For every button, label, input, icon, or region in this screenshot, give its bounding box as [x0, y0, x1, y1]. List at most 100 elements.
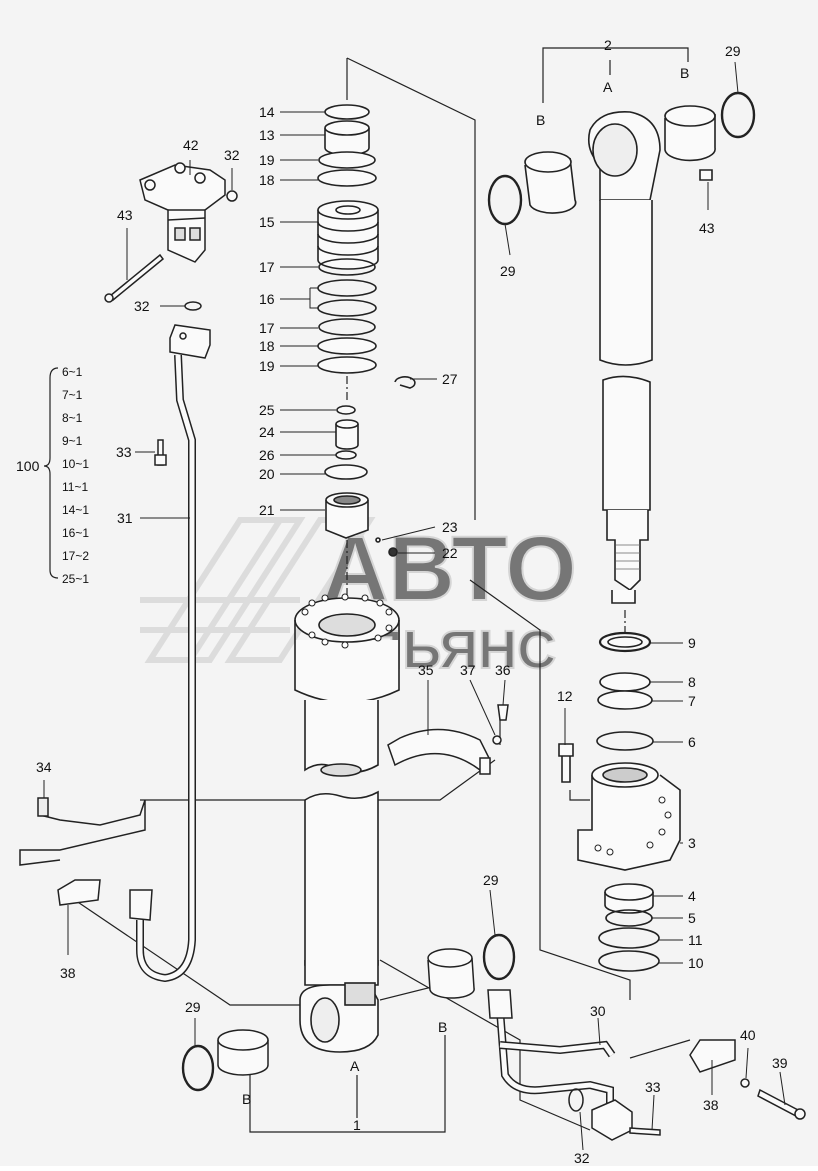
oring-32-bottom — [568, 1088, 584, 1112]
ring-25 — [336, 405, 356, 415]
label-B-lower-left: B — [242, 1091, 251, 1107]
seal-29-left — [487, 174, 523, 226]
callout-21: 21 — [259, 502, 275, 518]
label-B-lower-right: B — [438, 1019, 447, 1035]
ring-17-a — [318, 258, 376, 276]
eye-grease-block — [344, 982, 376, 1006]
ring-10 — [598, 950, 660, 972]
ring-18-top — [317, 169, 377, 187]
callout-34: 34 — [36, 759, 52, 775]
callout-36: 36 — [495, 662, 511, 678]
callout-30: 30 — [590, 1003, 606, 1019]
ring-18-b — [317, 337, 377, 355]
callout-43-left: 43 — [117, 207, 133, 223]
bolt-33-right — [629, 1127, 661, 1136]
callout-40: 40 — [740, 1027, 756, 1043]
callout-33-left: 33 — [116, 444, 132, 460]
assembly-items-list: 6~17~18~19~110~111~114~116~117~225~1 — [62, 365, 89, 586]
callout-16: 16 — [259, 291, 275, 307]
ring-11 — [598, 927, 660, 949]
callout-20: 20 — [259, 466, 275, 482]
callout-38-right: 38 — [703, 1097, 719, 1113]
callout-29-lower-left: 29 — [185, 999, 201, 1015]
seal-29-right — [720, 91, 756, 139]
ball-22 — [388, 547, 398, 557]
bushing-B-right — [664, 114, 716, 162]
collar-24 — [335, 424, 359, 450]
callout-10: 10 — [688, 955, 704, 971]
callout-33-right: 33 — [645, 1079, 661, 1095]
clamp-35 — [387, 728, 491, 771]
callout-22: 22 — [442, 545, 458, 561]
bolt-36 — [497, 704, 509, 721]
callout-leaders — [43, 61, 786, 1151]
callout-35: 35 — [418, 662, 434, 678]
ring-20 — [324, 464, 368, 480]
assembly-item: 11~1 — [62, 480, 88, 494]
callout-9: 9 — [688, 635, 696, 651]
callout-31: 31 — [117, 510, 133, 526]
rod-thread — [606, 510, 649, 592]
assembly-item: 6~1 — [62, 365, 83, 379]
seal-29-lower-right — [482, 933, 516, 981]
callout-1: 1 — [353, 1117, 361, 1133]
ring-26 — [335, 450, 357, 460]
clamp-38-right — [689, 1039, 736, 1073]
ring-7 — [597, 690, 653, 710]
callout-32-bottom: 32 — [574, 1150, 590, 1166]
washer-37 — [492, 735, 502, 745]
ring-6 — [596, 731, 654, 751]
callout-8: 8 — [688, 674, 696, 690]
washer-40 — [740, 1078, 750, 1088]
callout-7: 7 — [688, 693, 696, 709]
valve-42 — [139, 164, 226, 263]
callout-24: 24 — [259, 424, 275, 440]
assembly-item: 10~1 — [62, 457, 89, 471]
clamp-34 — [19, 799, 146, 866]
callout-29-top-left: 29 — [500, 263, 516, 279]
callout-18-top: 18 — [259, 172, 275, 188]
label-B-top-right: B — [680, 65, 689, 81]
callout-14: 14 — [259, 104, 275, 120]
callout-17-top: 17 — [259, 259, 275, 275]
callout-19-bottom: 19 — [259, 358, 275, 374]
assembly-brace: 100 6~17~18~19~110~111~114~116~117~225~1 — [16, 365, 89, 586]
piston-seal-stack — [317, 104, 416, 557]
callout-19-top: 19 — [259, 152, 275, 168]
assembly-item: 14~1 — [62, 503, 89, 517]
callout-3: 3 — [688, 835, 696, 851]
ring-17-b — [318, 318, 376, 336]
callout-26: 26 — [259, 447, 275, 463]
assembly-item: 9~1 — [62, 434, 83, 448]
callout-6: 6 — [688, 734, 696, 750]
callout-15: 15 — [259, 214, 275, 230]
bolt-39 — [757, 1088, 799, 1118]
callout-27: 27 — [442, 371, 458, 387]
clamp-38-left — [57, 879, 101, 906]
callout-25: 25 — [259, 402, 275, 418]
main-cylinder — [294, 593, 400, 1053]
assembly-item: 16~1 — [62, 526, 89, 540]
callout-32-mid: 32 — [134, 298, 150, 314]
callout-18-bottom: 18 — [259, 338, 275, 354]
callout-43-right: 43 — [699, 220, 715, 236]
callout-4: 4 — [688, 888, 696, 904]
callout-13: 13 — [259, 127, 275, 143]
assembly-item: 17~2 — [62, 549, 89, 563]
pipe-30 — [496, 1009, 614, 1115]
callout-42: 42 — [183, 137, 199, 153]
seal-29-lower-left — [181, 1044, 215, 1092]
pipe-31-fitting — [129, 889, 153, 921]
callout-11: 11 — [688, 932, 703, 948]
label-B-top-left: B — [536, 112, 545, 128]
callout-29-top-right: 29 — [725, 43, 741, 59]
plug-32-top — [226, 190, 238, 202]
assembly-item: 7~1 — [62, 388, 83, 402]
callout-17-bottom: 17 — [259, 320, 275, 336]
ring-19-b — [317, 356, 377, 374]
callout-29-lower-right: 29 — [483, 872, 499, 888]
callout-39: 39 — [772, 1055, 788, 1071]
flange-30 — [591, 1099, 633, 1141]
